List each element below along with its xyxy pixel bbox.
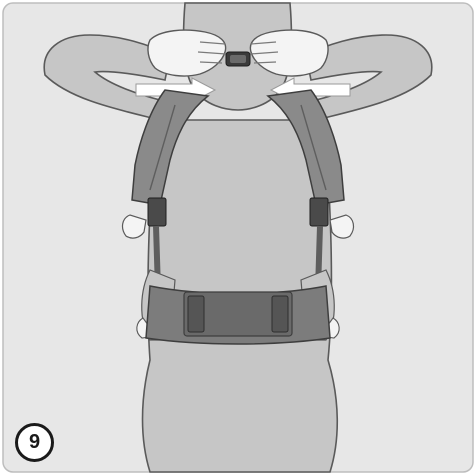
belt-buckle-left — [188, 296, 204, 332]
step-number-badge: 9 — [15, 423, 54, 462]
right-strap-buckle — [310, 198, 328, 226]
left-strap-buckle — [148, 198, 166, 226]
belt-buckle-right — [272, 296, 288, 332]
buckle-icon — [226, 52, 250, 66]
